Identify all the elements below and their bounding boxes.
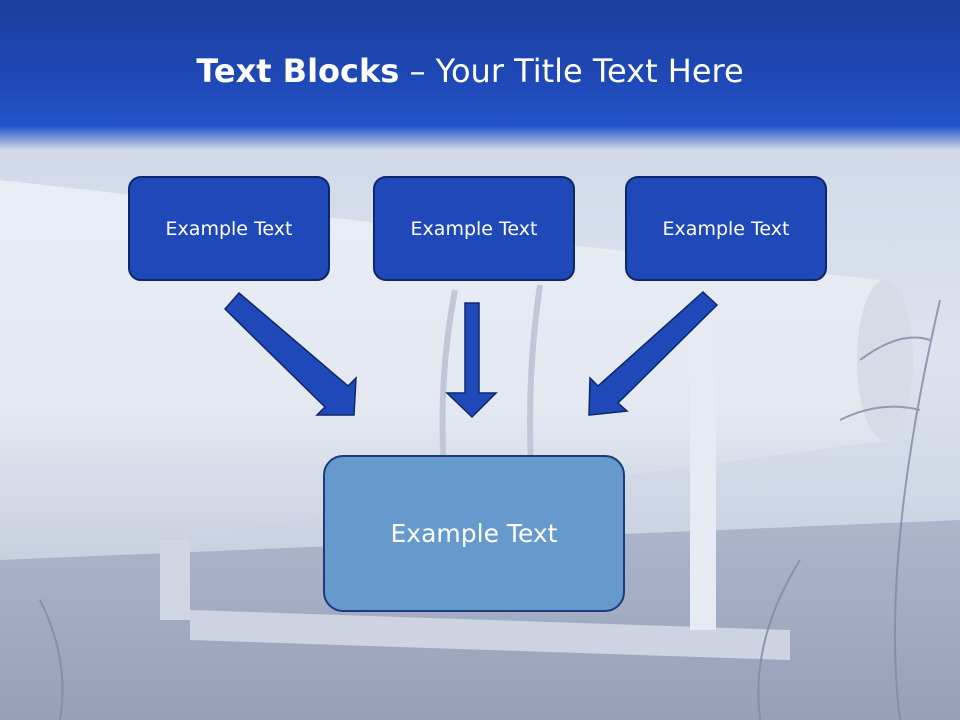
title-bold-text: Text Blocks — [196, 52, 400, 90]
title-separator: – — [399, 52, 436, 90]
text-block-3[interactable]: Example Text — [625, 176, 827, 281]
arrow-left-diagonal — [223, 291, 357, 416]
arrow-center-down — [445, 302, 498, 419]
text-block-1-label: Example Text — [165, 217, 293, 240]
page-title: Text Blocks – Your Title Text Here — [0, 52, 940, 90]
arrow-right-diagonal — [588, 290, 719, 416]
text-block-3-label: Example Text — [662, 217, 790, 240]
text-block-2-label: Example Text — [410, 217, 538, 240]
text-block-1[interactable]: Example Text — [128, 176, 330, 281]
target-block[interactable]: Example Text — [323, 455, 625, 612]
target-block-label: Example Text — [390, 519, 558, 548]
header-band — [0, 0, 960, 150]
title-rest-text: Your Title Text Here — [435, 52, 744, 90]
text-block-2[interactable]: Example Text — [373, 176, 575, 281]
